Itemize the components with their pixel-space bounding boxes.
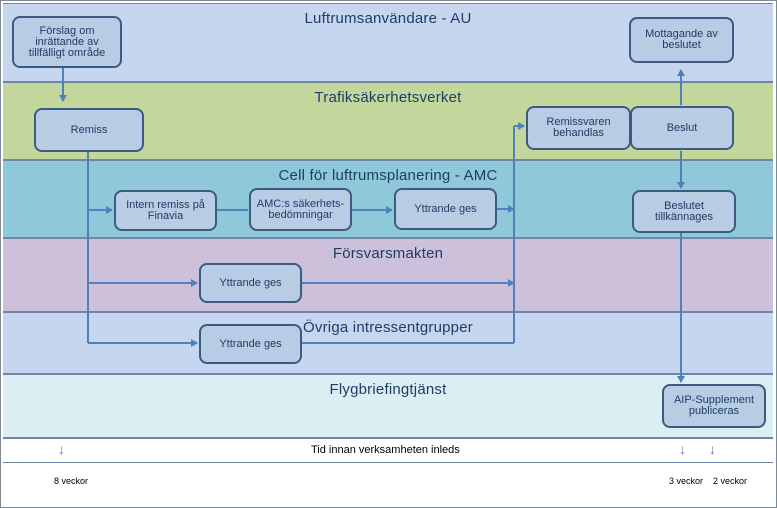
lane-title-trafi: Trafiksäkerhetsverket (314, 89, 462, 106)
timeline-tick-8-weeks: ↓ (58, 441, 65, 457)
box-yttrande-ovriga[interactable]: Yttrande ges (199, 324, 302, 364)
lane-forsvarsmakten: Försvarsmakten (3, 238, 773, 312)
lane-ovriga: Övriga intressentgrupper (3, 312, 773, 374)
box-mottagande[interactable]: Mottagande av beslutet (629, 17, 734, 63)
box-yttrande-amc[interactable]: Yttrande ges (394, 188, 497, 230)
box-aip-supplement[interactable]: AIP-Supplement publiceras (662, 384, 766, 428)
timeline-tick-3-weeks: ↓ (679, 441, 686, 457)
box-beslutet-tillkannages[interactable]: Beslutet tillkännages (632, 190, 736, 233)
lane-flygbriefing: Flygbriefingtjänst (3, 374, 773, 438)
timeline-label: Tid innan verksamheten inleds (311, 444, 460, 456)
lane-title-fm: Försvarsmakten (332, 245, 444, 262)
box-remissvaren[interactable]: Remissvaren behandlas (526, 106, 631, 150)
week-label-2: 2 veckor (713, 476, 748, 486)
lane-title-ovriga: Övriga intressentgrupper (303, 319, 473, 336)
box-amc-bedomningar[interactable]: AMC:s säkerhets-bedömningar (249, 188, 352, 231)
week-label-3: 3 veckor (669, 476, 704, 486)
box-intern-remiss[interactable]: Intern remiss på Finavia (114, 190, 217, 231)
week-label-8: 8 veckor (54, 476, 89, 486)
box-beslut[interactable]: Beslut (630, 106, 734, 150)
lane-title-amc: Cell för luftrumsplanering - AMC (278, 167, 498, 184)
lane-title-flygbriefing: Flygbriefingtjänst (329, 381, 447, 398)
box-yttrande-fm[interactable]: Yttrande ges (199, 263, 302, 303)
timeline-band: Tid innan verksamheten inleds (3, 438, 773, 463)
lane-title-au: Luftrumsanvändare - AU (304, 10, 472, 27)
timeline-tick-2-weeks: ↓ (709, 441, 716, 457)
box-forslag[interactable]: Förslag om inrättande av tillfälligt omr… (12, 16, 122, 68)
box-remiss[interactable]: Remiss (34, 108, 144, 152)
